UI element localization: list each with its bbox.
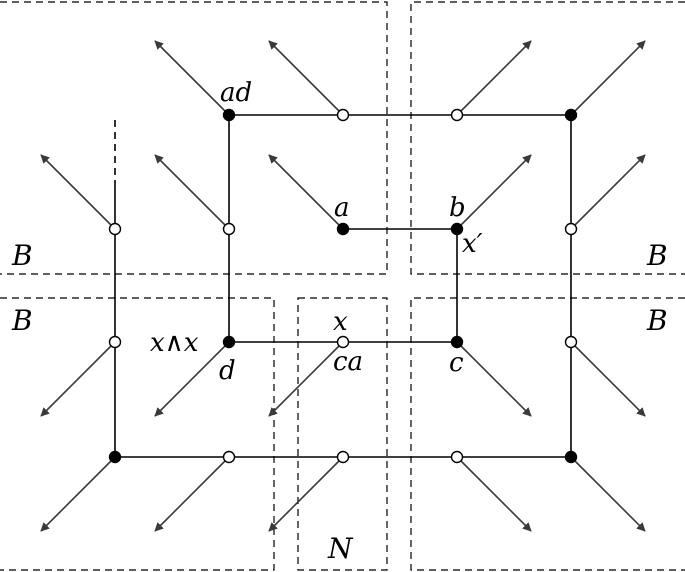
label-c: c: [449, 348, 464, 378]
region-label-bottom-right: B: [646, 304, 668, 337]
vertices: [108, 108, 578, 464]
region-top-right-border: [410, 1, 685, 275]
vertex-right-lower: [564, 335, 578, 349]
label-x-prime: x′: [462, 229, 483, 259]
label-ad: ad: [220, 78, 252, 108]
vertex-bottom-mid-2: [336, 450, 350, 464]
label-ca: ca: [333, 347, 363, 377]
label-d: d: [219, 356, 236, 386]
region-label-top-left: B: [11, 239, 33, 272]
region-label-bottom-left: B: [11, 304, 33, 337]
vertex-c: [450, 335, 464, 349]
vertex-inner-left-upper: [222, 222, 236, 236]
vertex-right-upper: [564, 222, 578, 236]
vertex-a: [336, 222, 350, 236]
arrows: [40, 40, 646, 532]
label-a: a: [334, 193, 350, 223]
region-bottom-left-border: [0, 297, 275, 571]
label-x: x: [333, 307, 348, 337]
vertex-left-lower: [108, 335, 122, 349]
region-bottom-right-border: [410, 297, 685, 571]
vertex-top-mid-1: [336, 108, 350, 122]
vertex-left-upper: [108, 222, 122, 236]
vertex-ca: [336, 335, 350, 349]
vertex-top-mid-2: [450, 108, 464, 122]
edges: [114, 114, 572, 458]
vertex-top-right-corner: [564, 108, 578, 122]
vertex-bottom-left-corner: [108, 450, 122, 464]
vertex-bottom-right-corner: [564, 450, 578, 464]
vertex-bottom-mid-1: [222, 450, 236, 464]
region-label-middle: N: [327, 532, 354, 565]
vertex-d: [222, 335, 236, 349]
region-top-left-border: [0, 1, 388, 275]
vertex-bottom-mid-3: [450, 450, 464, 464]
region-label-top-right: B: [646, 239, 668, 272]
vertex-ad: [222, 108, 236, 122]
label-b: b: [449, 193, 466, 223]
vertex-b: [450, 222, 464, 236]
label-x-wedge-x: x∧x: [150, 328, 199, 358]
